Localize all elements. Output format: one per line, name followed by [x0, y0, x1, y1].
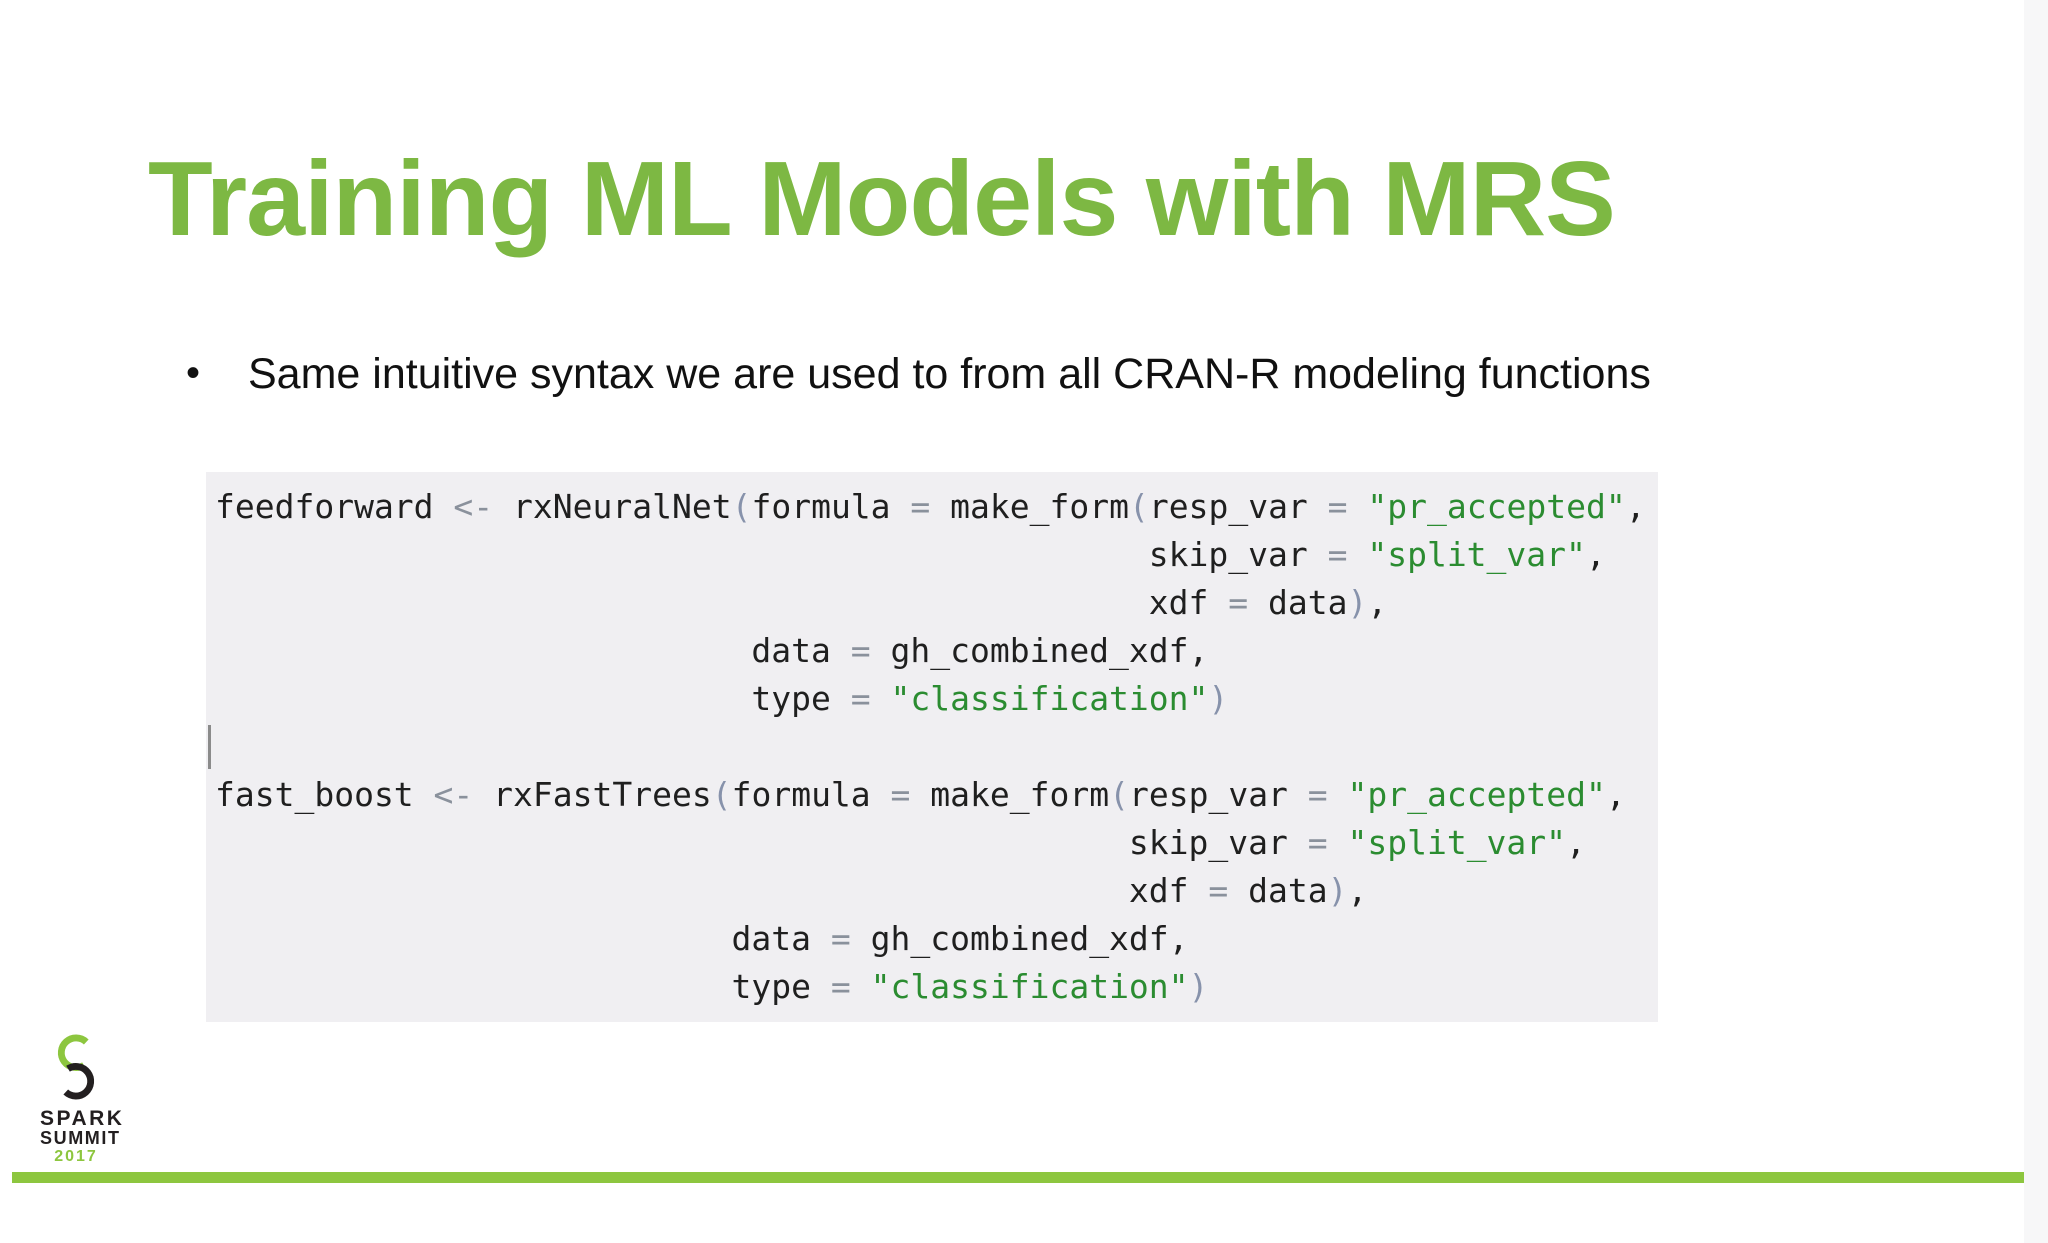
bullet-marker: • [186, 351, 201, 395]
code-line: type = "classification") [215, 967, 1209, 1006]
spark-summit-s-icon [57, 1034, 95, 1100]
code-line: type = "classification") [215, 679, 1229, 718]
slide-title: Training ML Models with MRS [148, 140, 1616, 258]
slide-footer-accent-bar [12, 1172, 2024, 1183]
code-block: feedforward <- rxNeuralNet(formula = mak… [208, 483, 1658, 1011]
code-line: skip_var = "split_var", [215, 823, 1586, 862]
text-cursor [208, 725, 211, 769]
logo-text-year: 2017 [54, 1147, 98, 1165]
spark-summit-logo: SPARK SUMMIT 2017 [40, 1030, 125, 1165]
code-line: data = gh_combined_xdf, [215, 919, 1189, 958]
bullet-text: Same intuitive syntax we are used to fro… [248, 350, 1651, 398]
code-line: fast_boost <- rxFastTrees(formula = make… [215, 775, 1626, 814]
bullet-item: • Same intuitive syntax we are used to f… [186, 350, 1651, 399]
logo-text-summit: SUMMIT [40, 1128, 121, 1148]
code-line: feedforward <- rxNeuralNet(formula = mak… [215, 487, 1646, 526]
code-line: xdf = data), [215, 583, 1388, 622]
code-line: data = gh_combined_xdf, [215, 631, 1209, 670]
code-line: skip_var = "split_var", [215, 535, 1606, 574]
right-edge-shading [2024, 0, 2048, 1243]
code-screenshot-panel: feedforward <- rxNeuralNet(formula = mak… [206, 472, 1658, 1022]
logo-text-spark: SPARK [40, 1107, 125, 1130]
code-line: xdf = data), [215, 871, 1368, 910]
code-line [208, 723, 1658, 771]
